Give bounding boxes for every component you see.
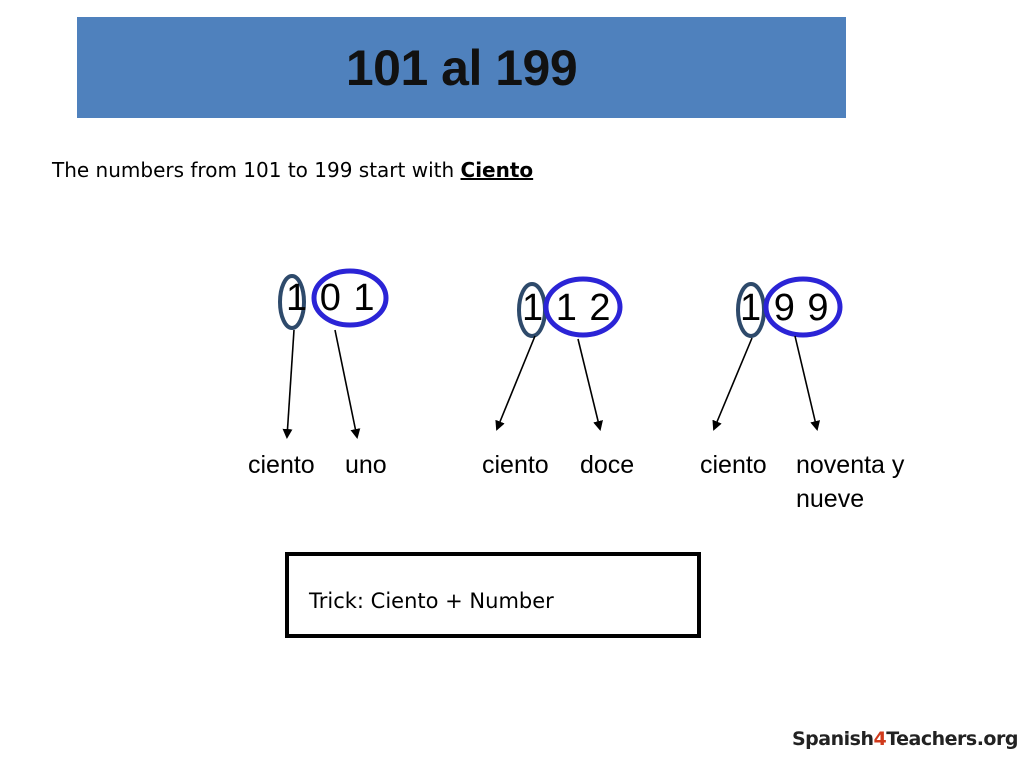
arrow-hundreds-1 (282, 329, 295, 439)
logo-part-2: 4 (873, 728, 887, 750)
label-hundreds-1: ciento (248, 451, 315, 479)
number-112: 1 1 2 (522, 287, 612, 329)
subtitle-emphasis: Ciento (460, 158, 534, 182)
logo-part-3: Teachers.org (886, 728, 1018, 750)
arrow-rest-1 (334, 329, 361, 439)
trick-box: Trick: Ciento + Number (285, 552, 701, 638)
subtitle-text: The numbers from 101 to 199 start with (52, 158, 461, 182)
arrow-hundreds-2 (495, 335, 536, 431)
label-rest-2: doce (580, 451, 635, 479)
label-hundreds-3: ciento (700, 451, 767, 479)
arrow-hundreds-3 (712, 337, 753, 431)
label-rest-1: uno (345, 451, 387, 479)
subtitle: The numbers from 101 to 199 start with C… (52, 158, 533, 182)
rest-circle-3 (763, 276, 843, 338)
label-rest-3: noventa y nueve (796, 451, 905, 513)
trick-text: Trick: Ciento + Number (309, 589, 554, 613)
number-101: 1 0 1 (286, 277, 376, 319)
site-logo: Spanish4Teachers.org (792, 728, 1018, 750)
arrow-rest-3 (794, 335, 821, 431)
arrow-rest-2 (577, 338, 603, 431)
number-199: 1 9 9 (740, 287, 830, 329)
page-title: 101 al 199 (345, 39, 578, 96)
hundreds-circle-1 (278, 274, 306, 330)
label-hundreds-2: ciento (482, 451, 549, 479)
title-banner: 101 al 199 (77, 17, 846, 118)
logo-part-1: Spanish (792, 728, 874, 750)
rest-circle-1 (311, 268, 389, 328)
rest-circle-2 (543, 276, 623, 338)
